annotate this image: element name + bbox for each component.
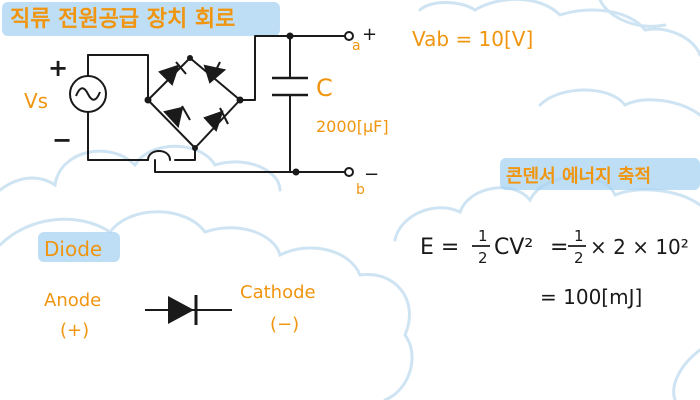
diode-d3-icon bbox=[163, 106, 184, 129]
source-minus: − bbox=[52, 126, 72, 154]
energy-heading-highlight bbox=[500, 158, 700, 190]
anode-sign: (+) bbox=[60, 320, 89, 341]
capacitor-icon bbox=[272, 76, 308, 97]
diode-symbol-icon bbox=[145, 295, 232, 325]
source-plus: + bbox=[48, 54, 68, 82]
diode-heading: Diode bbox=[44, 237, 102, 261]
source-label: Vs bbox=[24, 89, 48, 113]
half2-denominator: 2 bbox=[574, 249, 584, 267]
formula-equals: = bbox=[550, 235, 568, 260]
cathode-label: Cathode bbox=[240, 282, 316, 303]
energy-formula: E = 1 2 CV² = 1 2 × 2 × 10² = 100[mJ] bbox=[420, 227, 689, 309]
formula-result: = 100[mJ] bbox=[540, 285, 642, 309]
anode-label: Anode bbox=[44, 290, 101, 311]
circuit-wires bbox=[87, 35, 346, 173]
half-numerator: 1 bbox=[478, 227, 488, 245]
cv-squared: CV² bbox=[494, 235, 533, 260]
vab-label: Vab = 10[V] bbox=[412, 27, 533, 51]
title-highlight bbox=[2, 2, 280, 36]
output-terminals bbox=[344, 31, 354, 177]
half-denominator: 2 bbox=[478, 249, 488, 267]
terminal-b-sign: − bbox=[364, 164, 379, 185]
formula-lhs: E = bbox=[420, 235, 459, 260]
terminal-a-label: a bbox=[352, 38, 361, 54]
capacitor-label: C bbox=[316, 74, 333, 102]
capacitor-value: 2000[μF] bbox=[316, 117, 389, 136]
junction-dots bbox=[144, 32, 300, 176]
energy-heading: 콘덴서 에너지 축적 bbox=[506, 166, 651, 187]
terminal-a-sign: + bbox=[362, 24, 377, 45]
cathode-sign: (−) bbox=[270, 314, 299, 335]
ac-source-icon bbox=[69, 75, 107, 113]
diode-heading-highlight bbox=[38, 232, 120, 262]
diode-d4-icon bbox=[203, 110, 224, 132]
circuit-title: 직류 전원공급 장치 회로 bbox=[10, 7, 235, 32]
half2-numerator: 1 bbox=[574, 227, 584, 245]
terminal-b-label: b bbox=[356, 182, 365, 198]
bridge-diodes bbox=[158, 61, 229, 132]
diode-d1-icon bbox=[158, 64, 180, 86]
formula-expansion: × 2 × 10² bbox=[590, 235, 689, 259]
